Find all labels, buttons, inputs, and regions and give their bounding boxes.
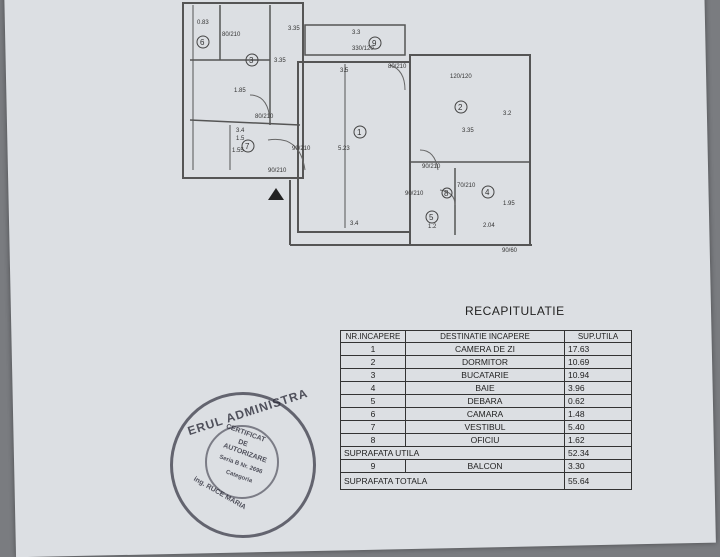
dim-label: 3.35 <box>462 128 474 134</box>
balcony-outline <box>304 24 406 56</box>
col-header-sup: SUP.UTILA <box>564 330 632 343</box>
totala-label: SUPRAFATA TOTALA <box>340 472 565 490</box>
table-row: 9 BALCON 3.30 <box>340 459 632 473</box>
table-row: 3 BUCATARIE 10.94 <box>340 368 632 382</box>
cell-sup: 5.40 <box>564 420 632 434</box>
dim-label: 3.2 <box>503 111 512 117</box>
door-label: 90/210 <box>268 168 287 174</box>
recap-table: NR.INCAPERE DESTINATIE INCAPERE SUP.UTIL… <box>340 330 632 490</box>
table-row: 4 BAIE 3.96 <box>340 381 632 395</box>
floor-plan: 6 3 7 1 2 4 5 8 9 0.83 1.5 3.35 1.85 3.4… <box>182 2 532 254</box>
cell-dest: CAMERA DE ZI <box>405 342 565 356</box>
table-row: 7 VESTIBUL 5.40 <box>340 420 632 434</box>
dim-label: 0.83 <box>197 20 209 26</box>
cell-sup: 3.30 <box>564 459 632 473</box>
cell-dest: CAMARA <box>405 407 565 421</box>
cell-nr: 8 <box>340 433 406 447</box>
door-label: 330/120 <box>352 46 374 52</box>
cell-dest: BAIE <box>405 381 565 395</box>
room-number-7: 7 <box>245 142 250 151</box>
dim-label: 3.5 <box>340 68 349 74</box>
cell-dest: BUCATARIE <box>405 368 565 382</box>
room-number-2: 2 <box>458 103 463 112</box>
table-row: 6 CAMARA 1.48 <box>340 407 632 421</box>
room-number-4: 4 <box>485 188 490 197</box>
room-number-6: 6 <box>200 38 205 47</box>
door-label: 90/60 <box>502 248 518 254</box>
totala-value: 55.64 <box>564 472 632 490</box>
dim-label: 1.5 <box>236 136 245 142</box>
right-wing-outline <box>409 54 531 246</box>
cell-nr: 4 <box>340 381 406 395</box>
table-row: 8 OFICIU 1.62 <box>340 433 632 447</box>
cell-dest: VESTIBUL <box>405 420 565 434</box>
cell-nr: 2 <box>340 355 406 369</box>
room-number-9: 9 <box>372 39 377 48</box>
door-label: 90/210 <box>422 164 441 170</box>
cell-sup: 0.62 <box>564 394 632 408</box>
table-row: 5 DEBARA 0.62 <box>340 394 632 408</box>
table-header-row: NR.INCAPERE DESTINATIE INCAPERE SUP.UTIL… <box>340 330 632 343</box>
cell-nr: 5 <box>340 394 406 408</box>
dim-label: 1.55 <box>232 148 244 154</box>
door-label: 90/210 <box>292 146 311 152</box>
cell-sup: 1.48 <box>564 407 632 421</box>
left-wing-outline <box>182 2 304 179</box>
utila-label: SUPRAFATA UTILA <box>340 446 565 460</box>
official-stamp-inner-ring <box>205 425 279 499</box>
cell-dest: OFICIU <box>405 433 565 447</box>
door-label: 80/210 <box>388 64 407 70</box>
totala-row: SUPRAFATA TOTALA 55.64 <box>340 472 632 490</box>
cell-sup: 1.62 <box>564 433 632 447</box>
dim-label: 5.23 <box>338 146 350 152</box>
dim-label: 3.35 <box>288 26 300 32</box>
door-label: 80/210 <box>222 32 241 38</box>
cell-sup: 10.69 <box>564 355 632 369</box>
dim-label: 1.95 <box>503 201 515 207</box>
cell-sup: 17.63 <box>564 342 632 356</box>
room-number-8: 8 <box>444 189 449 198</box>
cell-nr: 9 <box>340 459 406 473</box>
room-number-5: 5 <box>429 213 434 222</box>
cell-nr: 7 <box>340 420 406 434</box>
table-row: 2 DORMITOR 10.69 <box>340 355 632 369</box>
door-label: 80/210 <box>255 114 274 120</box>
cell-nr: 3 <box>340 368 406 382</box>
dim-label: 3.35 <box>274 58 286 64</box>
cell-sup: 3.96 <box>564 381 632 395</box>
recap-title: RECAPITULATIE <box>465 304 565 318</box>
door-label: 90/210 <box>405 191 424 197</box>
cell-dest: DORMITOR <box>405 355 565 369</box>
dim-label: 1.2 <box>428 224 437 230</box>
entrance-marker <box>268 188 284 200</box>
utila-value: 52.34 <box>564 446 632 460</box>
dim-label: 3.4 <box>350 221 359 227</box>
cell-sup: 10.94 <box>564 368 632 382</box>
col-header-nr: NR.INCAPERE <box>340 330 406 343</box>
cell-nr: 6 <box>340 407 406 421</box>
living-room-outline <box>297 61 411 233</box>
room-number-1: 1 <box>357 128 362 137</box>
dim-label: 2.04 <box>483 223 495 229</box>
table-row: 1 CAMERA DE ZI 17.63 <box>340 342 632 356</box>
dim-label: 3.3 <box>352 30 361 36</box>
cell-dest: BALCON <box>405 459 565 473</box>
door-label: 70/210 <box>457 183 476 189</box>
door-label: 120/120 <box>450 74 472 80</box>
room-number-3: 3 <box>249 56 254 65</box>
cell-nr: 1 <box>340 342 406 356</box>
col-header-dest: DESTINATIE INCAPERE <box>405 330 565 343</box>
dim-label: 3.4 <box>236 128 245 134</box>
cell-dest: DEBARA <box>405 394 565 408</box>
utila-row: SUPRAFATA UTILA 52.34 <box>340 446 632 460</box>
dim-label: 1.85 <box>234 88 246 94</box>
